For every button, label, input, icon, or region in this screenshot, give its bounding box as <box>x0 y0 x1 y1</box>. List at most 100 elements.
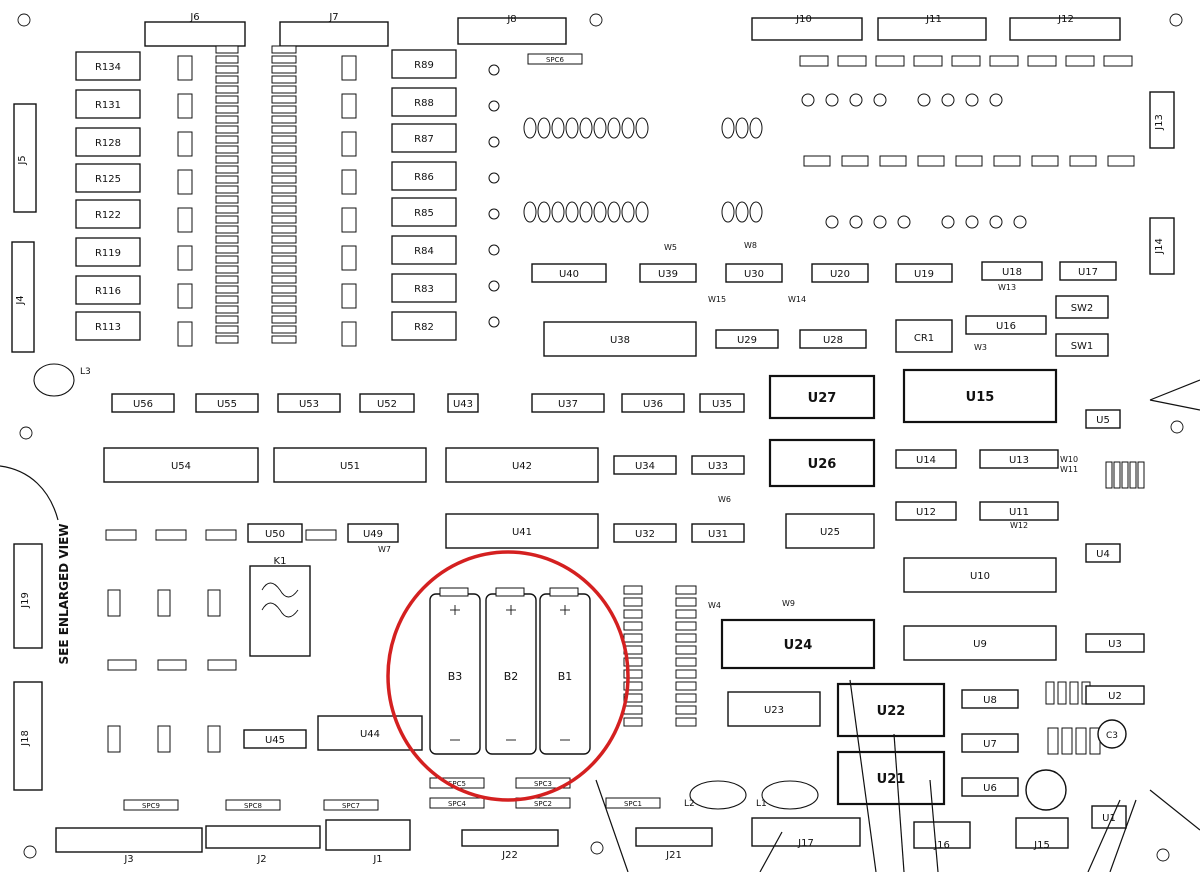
ic-u34-label: U34 <box>635 461 655 472</box>
small-part <box>488 316 500 328</box>
small-part <box>488 172 500 184</box>
connector-j5-label: J5 <box>17 155 28 165</box>
small-part <box>271 205 297 214</box>
small-part <box>207 659 237 671</box>
small-part <box>271 275 297 284</box>
ic-u3-label: U3 <box>1108 639 1122 650</box>
jumper-w3-label: W3 <box>974 343 987 352</box>
small-part <box>271 55 297 64</box>
small-part <box>215 325 239 334</box>
jumper-w12-label: W12 <box>1010 521 1028 530</box>
small-part <box>271 95 297 104</box>
inductor-l3-label: L3 <box>80 367 91 377</box>
small-part <box>215 295 239 304</box>
spacer-spc6-label: SPC6 <box>546 56 565 64</box>
small-part <box>215 185 239 194</box>
small-part <box>735 117 749 139</box>
small-part <box>879 155 907 167</box>
small-part <box>623 609 643 619</box>
small-part <box>488 244 500 256</box>
small-part <box>215 225 239 234</box>
battery-b3-label: B3 <box>448 670 463 683</box>
resistor-r131-label: R131 <box>95 100 121 111</box>
jumper-w10-label: W10 <box>1060 455 1078 464</box>
small-part <box>271 175 297 184</box>
resistor-r119-label: R119 <box>95 248 121 259</box>
resistor-r128-label: R128 <box>95 138 121 149</box>
small-part <box>341 55 357 81</box>
small-part <box>271 265 297 274</box>
small-part <box>623 669 643 679</box>
small-part <box>1031 155 1059 167</box>
connector-j22-label: J22 <box>501 850 518 861</box>
small-part <box>873 215 887 229</box>
top-connectors: J6 J7 J8 J10 J11 J12 <box>144 12 1121 47</box>
small-part <box>341 169 357 195</box>
ic-u27-label: U27 <box>808 391 837 406</box>
small-part <box>1061 727 1073 755</box>
resistor-r86-label: R86 <box>414 172 434 183</box>
ic-u42-label: U42 <box>512 461 532 472</box>
resistor-r87-label: R87 <box>414 134 434 145</box>
ic-u22-label: U22 <box>877 704 906 719</box>
spacer-spc5-label: SPC5 <box>448 780 466 788</box>
small-part <box>537 117 551 139</box>
spacer-spc2-label: SPC2 <box>534 800 552 808</box>
small-part <box>623 693 643 703</box>
small-part <box>215 315 239 324</box>
small-part <box>177 169 193 195</box>
small-part <box>177 131 193 157</box>
small-part <box>177 55 193 81</box>
small-part <box>488 136 500 148</box>
ic-u32-label: U32 <box>635 529 655 540</box>
small-part <box>271 295 297 304</box>
small-part <box>1065 55 1095 67</box>
small-part <box>1129 461 1137 489</box>
small-part <box>623 633 643 643</box>
small-part <box>215 45 239 54</box>
diode-cr1-label: CR1 <box>914 333 934 344</box>
ic-u5-label: U5 <box>1096 415 1110 426</box>
small-part <box>675 681 697 691</box>
capacitor-c3-label: C3 <box>1106 731 1118 741</box>
connector-j6-label: J6 <box>189 12 199 23</box>
small-part <box>825 215 839 229</box>
ic-row-upper: U40 U39 U30 U20 U19 U18 U17 U38 U29 U28 … <box>531 261 1117 357</box>
ic-u23-label: U23 <box>764 705 784 716</box>
connector-j1-label: J1 <box>372 854 382 865</box>
small-part <box>993 155 1021 167</box>
connector-j4-label: J4 <box>15 295 26 305</box>
small-part <box>675 633 697 643</box>
ic-right-column: U14 U13 U12 U11 U10 U9 U8 U7 U6 U5 U4 U3… <box>895 409 1145 829</box>
small-part <box>271 225 297 234</box>
right-connectors: J13 J14 <box>1149 91 1175 275</box>
small-part <box>215 255 239 264</box>
small-part <box>271 335 297 344</box>
small-part <box>675 645 697 655</box>
ic-u1-label: U1 <box>1102 813 1116 824</box>
small-part <box>579 117 593 139</box>
connector-j11-label: J11 <box>925 14 942 25</box>
small-part <box>955 155 983 167</box>
small-part <box>271 245 297 254</box>
small-part <box>875 55 905 67</box>
switch-sw1-label: SW1 <box>1071 341 1094 352</box>
small-part <box>1137 461 1145 489</box>
small-part <box>271 255 297 264</box>
battery-b1-label: B1 <box>558 670 573 683</box>
battery-highlight-circle <box>386 550 630 802</box>
small-part <box>271 45 297 54</box>
ic-u31-label: U31 <box>708 529 728 540</box>
small-part <box>215 205 239 214</box>
ic-u49-label: U49 <box>363 529 383 540</box>
ic-row-3: U50 U49 U41 U32 U31 U25 <box>247 513 875 549</box>
small-part <box>215 95 239 104</box>
spacer-spc4-label: SPC4 <box>448 800 467 808</box>
small-part <box>155 529 187 541</box>
small-part <box>593 117 607 139</box>
ic-u30-label: U30 <box>744 269 764 280</box>
ic-u53-label: U53 <box>299 399 319 410</box>
ic-u4-label: U4 <box>1096 549 1110 560</box>
small-part <box>623 717 643 727</box>
small-part <box>271 65 297 74</box>
